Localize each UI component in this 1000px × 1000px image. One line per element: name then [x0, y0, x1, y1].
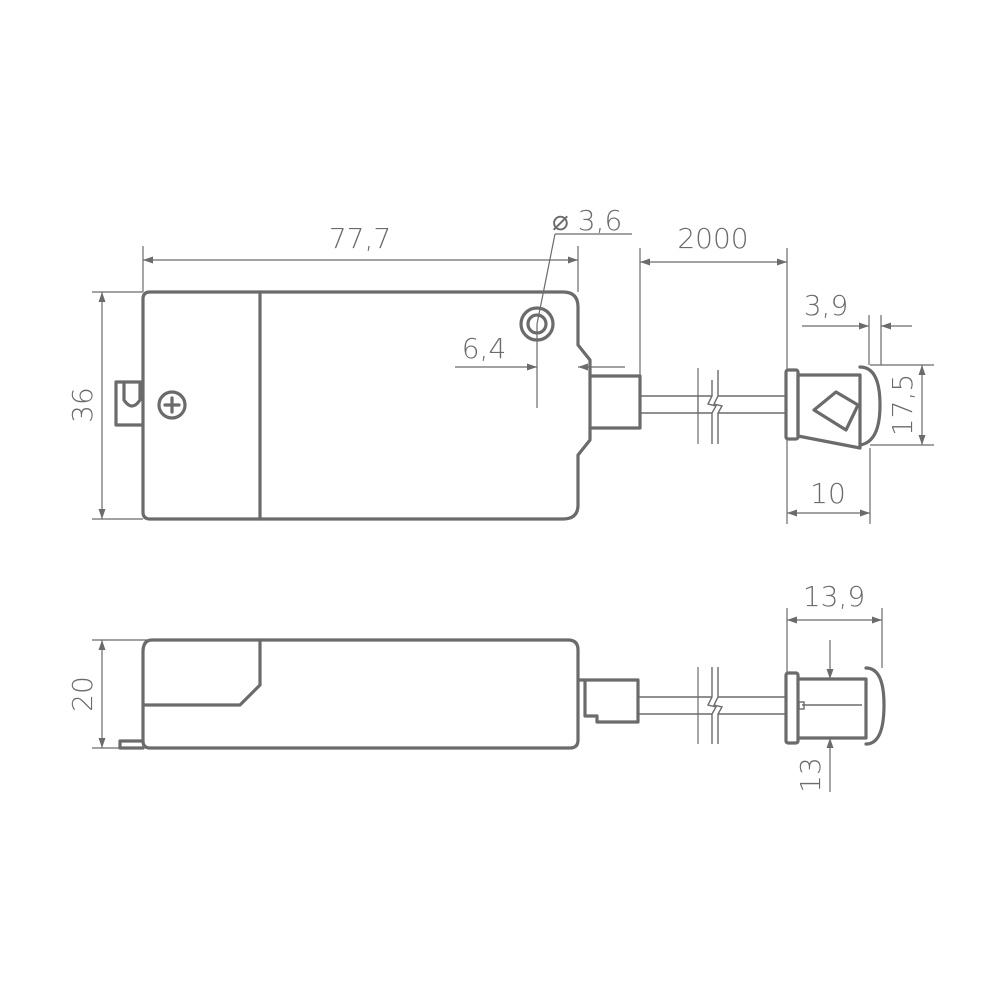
- dim-hole-offset-label: 6,4: [462, 332, 507, 365]
- connector: [588, 374, 642, 430]
- housing-outline: [141, 290, 592, 521]
- dim-hole-diameter-label: ⌀ 3,6: [552, 204, 622, 237]
- dimension-button-depth: 13,9: [786, 580, 883, 673]
- side-push-button: [784, 666, 886, 746]
- dimension-height-top: 36: [66, 291, 143, 520]
- side-connector: [576, 678, 640, 724]
- dimension-hole-diameter: ⌀ 3,6: [536, 204, 632, 325]
- dim-cable-length-label: 2000: [677, 222, 748, 255]
- dim-flange-thickness-label: 3,9: [804, 289, 849, 322]
- dim-button-body-label: 13: [794, 757, 827, 793]
- dimension-hole-offset: 6,4: [455, 324, 625, 408]
- dim-height-top-label: 36: [66, 387, 99, 423]
- screw-icon: [157, 390, 187, 420]
- side-cable: [638, 667, 786, 744]
- side-view: [118, 638, 886, 750]
- dimension-flange-thickness: 3,9: [802, 289, 912, 365]
- mounting-clip: [114, 380, 145, 427]
- side-housing-step: [141, 638, 262, 707]
- dim-button-depth-label: 13,9: [803, 580, 865, 613]
- dimension-button-length: 10: [786, 440, 871, 524]
- dim-button-diameter-label: 17,5: [886, 374, 919, 436]
- side-housing-outline: [141, 638, 580, 750]
- dim-length-label: 77,7: [329, 222, 391, 255]
- push-button: [784, 365, 882, 450]
- dimension-height-side: 20: [66, 639, 152, 749]
- dim-height-side-label: 20: [66, 676, 99, 712]
- dimension-cable-length: 2000: [639, 222, 788, 376]
- dimension-length: 77,7: [142, 222, 579, 292]
- dimension-button-body: 13: [794, 640, 834, 793]
- dimension-button-diameter: 17,5: [870, 364, 934, 446]
- cable: [640, 368, 786, 444]
- dim-button-length-label: 10: [810, 477, 846, 510]
- top-view: [114, 290, 882, 521]
- side-foot: [118, 739, 145, 750]
